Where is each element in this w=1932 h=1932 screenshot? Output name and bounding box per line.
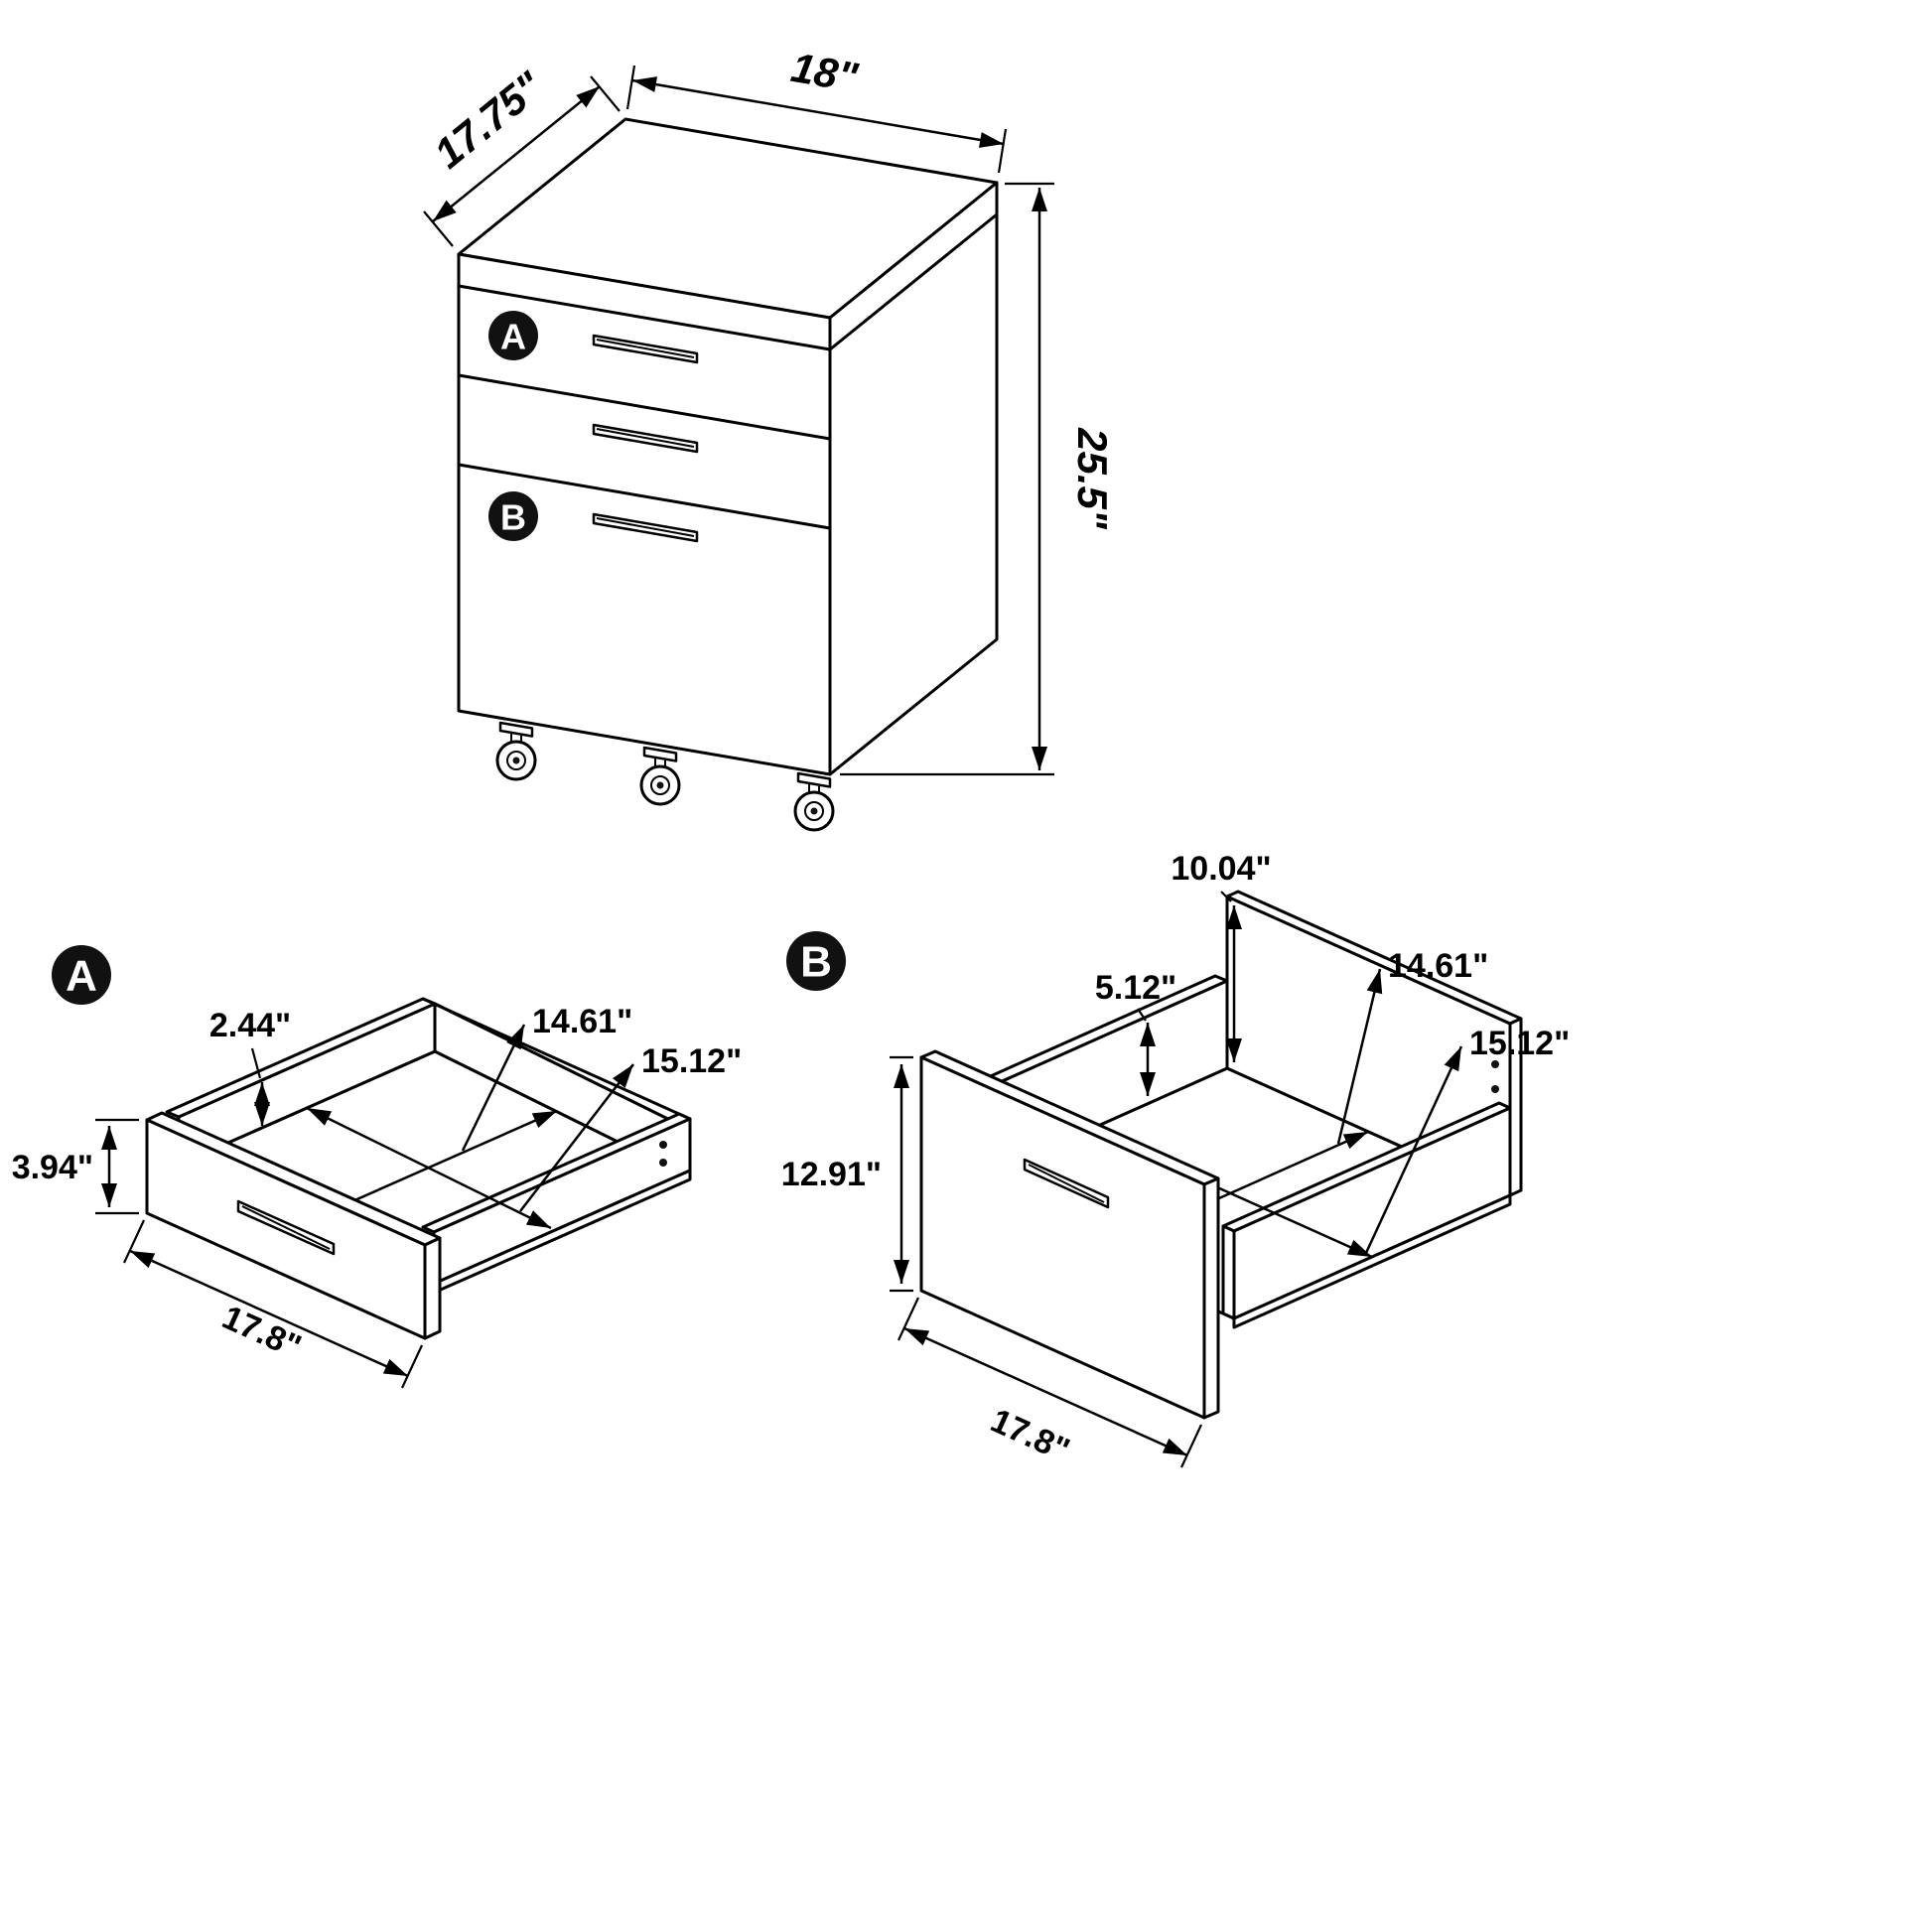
leader-line (1336, 968, 1383, 1145)
extension-line (123, 1219, 145, 1264)
dimension-label: 14.61" (1388, 947, 1488, 985)
extension-line (1180, 1424, 1202, 1468)
leader-line (1137, 1008, 1147, 1022)
drawer-a-front-panel-end (423, 1236, 442, 1340)
drawer-divider-2 (458, 463, 831, 530)
cabinet-badge-a (488, 311, 538, 360)
leader-line (1364, 1045, 1463, 1254)
caster-left (495, 721, 537, 781)
dim-drawer-b-side-height: 5.12" (1095, 969, 1176, 1096)
dimension-arrow (903, 1326, 1188, 1457)
extension-line (997, 128, 1008, 174)
caster-hub (506, 751, 526, 770)
dimension-label: 2.44" (209, 1007, 291, 1044)
dimension-label: 15.12" (1469, 1025, 1570, 1062)
extension-line (401, 1344, 423, 1389)
cabinet-lid-edge-right (829, 212, 998, 351)
drawer-a-badge (52, 945, 111, 1005)
caster-plate (498, 721, 534, 738)
dimension-label: 12.91" (781, 1156, 882, 1193)
cabinet-badge-b (488, 491, 538, 541)
drawer-b-bottom-edge (1232, 1193, 1512, 1329)
dimension-label: 17.75" (426, 62, 553, 177)
caster-right (793, 771, 835, 832)
drawer-middle-handle-line (596, 428, 695, 448)
caster-axle (512, 757, 520, 764)
extension-line (897, 1297, 919, 1341)
drawer-b-badge-label: B (800, 938, 832, 987)
cabinet-lid-edge-front (458, 284, 831, 351)
drawer-a-diagram: A 3.94" 2.44" 14.61" (12, 945, 742, 1389)
dimension-label: 15.12" (641, 1042, 742, 1080)
extension-line (590, 75, 621, 112)
dim-drawer-b-inner-depth: 14.61" (1336, 947, 1488, 1145)
dimension-label: 5.12" (1095, 969, 1176, 1007)
drawer-a-handle-line (596, 339, 695, 358)
caster-plate (796, 771, 832, 788)
drawer-b-diagram: B 10.04" 5.12" 14.61" (781, 850, 1570, 1469)
screw-hole (1491, 1085, 1499, 1093)
dimension-arrow (432, 85, 601, 222)
cabinet-diagram: A B 17.75" (423, 44, 1116, 832)
screw-hole (659, 1159, 667, 1167)
drawer-a-badge-label: A (66, 952, 97, 1001)
caster-hub (804, 801, 824, 821)
cabinet-right-face (828, 181, 999, 776)
drawer-b-right-wall-end (1221, 1224, 1236, 1320)
caster-middle (639, 746, 681, 806)
screw-hole (659, 1141, 667, 1149)
drawer-divider-1 (458, 373, 831, 441)
drawer-b-detail-handle-line (1028, 1164, 1105, 1203)
dimension-label: 3.94" (12, 1149, 93, 1186)
dimension-label: 10.04" (1171, 850, 1271, 888)
dim-drawer-a-front-height: 3.94" (12, 1118, 139, 1215)
screw-hole (1491, 1060, 1499, 1068)
drawer-b-handle-line (596, 517, 695, 537)
dimension-label: 18" (788, 44, 863, 101)
dimension-arrow (631, 76, 1005, 148)
dimension-arrow (129, 1249, 409, 1378)
dim-drawer-a-inner-depth: 14.61" (461, 1003, 632, 1152)
dimension-label: 25.5" (1069, 427, 1116, 530)
dimension-label: 17.8" (985, 1402, 1075, 1469)
leader-line (1220, 891, 1232, 902)
cabinet-badge-b-label: B (500, 497, 526, 538)
leader-line (250, 1047, 262, 1079)
leader-line (519, 1063, 634, 1212)
drawer-a-detail-handle-line (241, 1205, 331, 1250)
caster-plate (642, 746, 678, 762)
dim-drawer-b-front-height: 12.91" (781, 1055, 913, 1293)
drawer-b-badge (786, 931, 846, 991)
dim-cabinet-width: 18" (625, 44, 1008, 174)
dim-cabinet-height: 25.5" (840, 182, 1116, 776)
dimension-label: 17.8" (216, 1299, 307, 1366)
drawer-b-front-panel-end (1202, 1176, 1220, 1420)
dim-drawer-a-inner-height: 2.44" (209, 1007, 291, 1126)
cabinet-badge-a-label: A (500, 317, 526, 357)
dim-drawer-b-inner-width: 15.12" (1364, 1025, 1570, 1254)
dim-drawer-a-inner-width: 15.12" (519, 1042, 742, 1212)
dim-drawer-a-inner-width-arrow (306, 1106, 552, 1230)
caster-hub (650, 775, 670, 795)
leader-line (461, 1024, 526, 1152)
extension-line (423, 210, 454, 247)
caster-axle (810, 807, 818, 815)
caster-axle (656, 781, 664, 789)
extension-line (625, 65, 636, 110)
dim-drawer-b-back-height: 10.04" (1171, 850, 1272, 1062)
dimension-label: 14.61" (532, 1003, 632, 1040)
